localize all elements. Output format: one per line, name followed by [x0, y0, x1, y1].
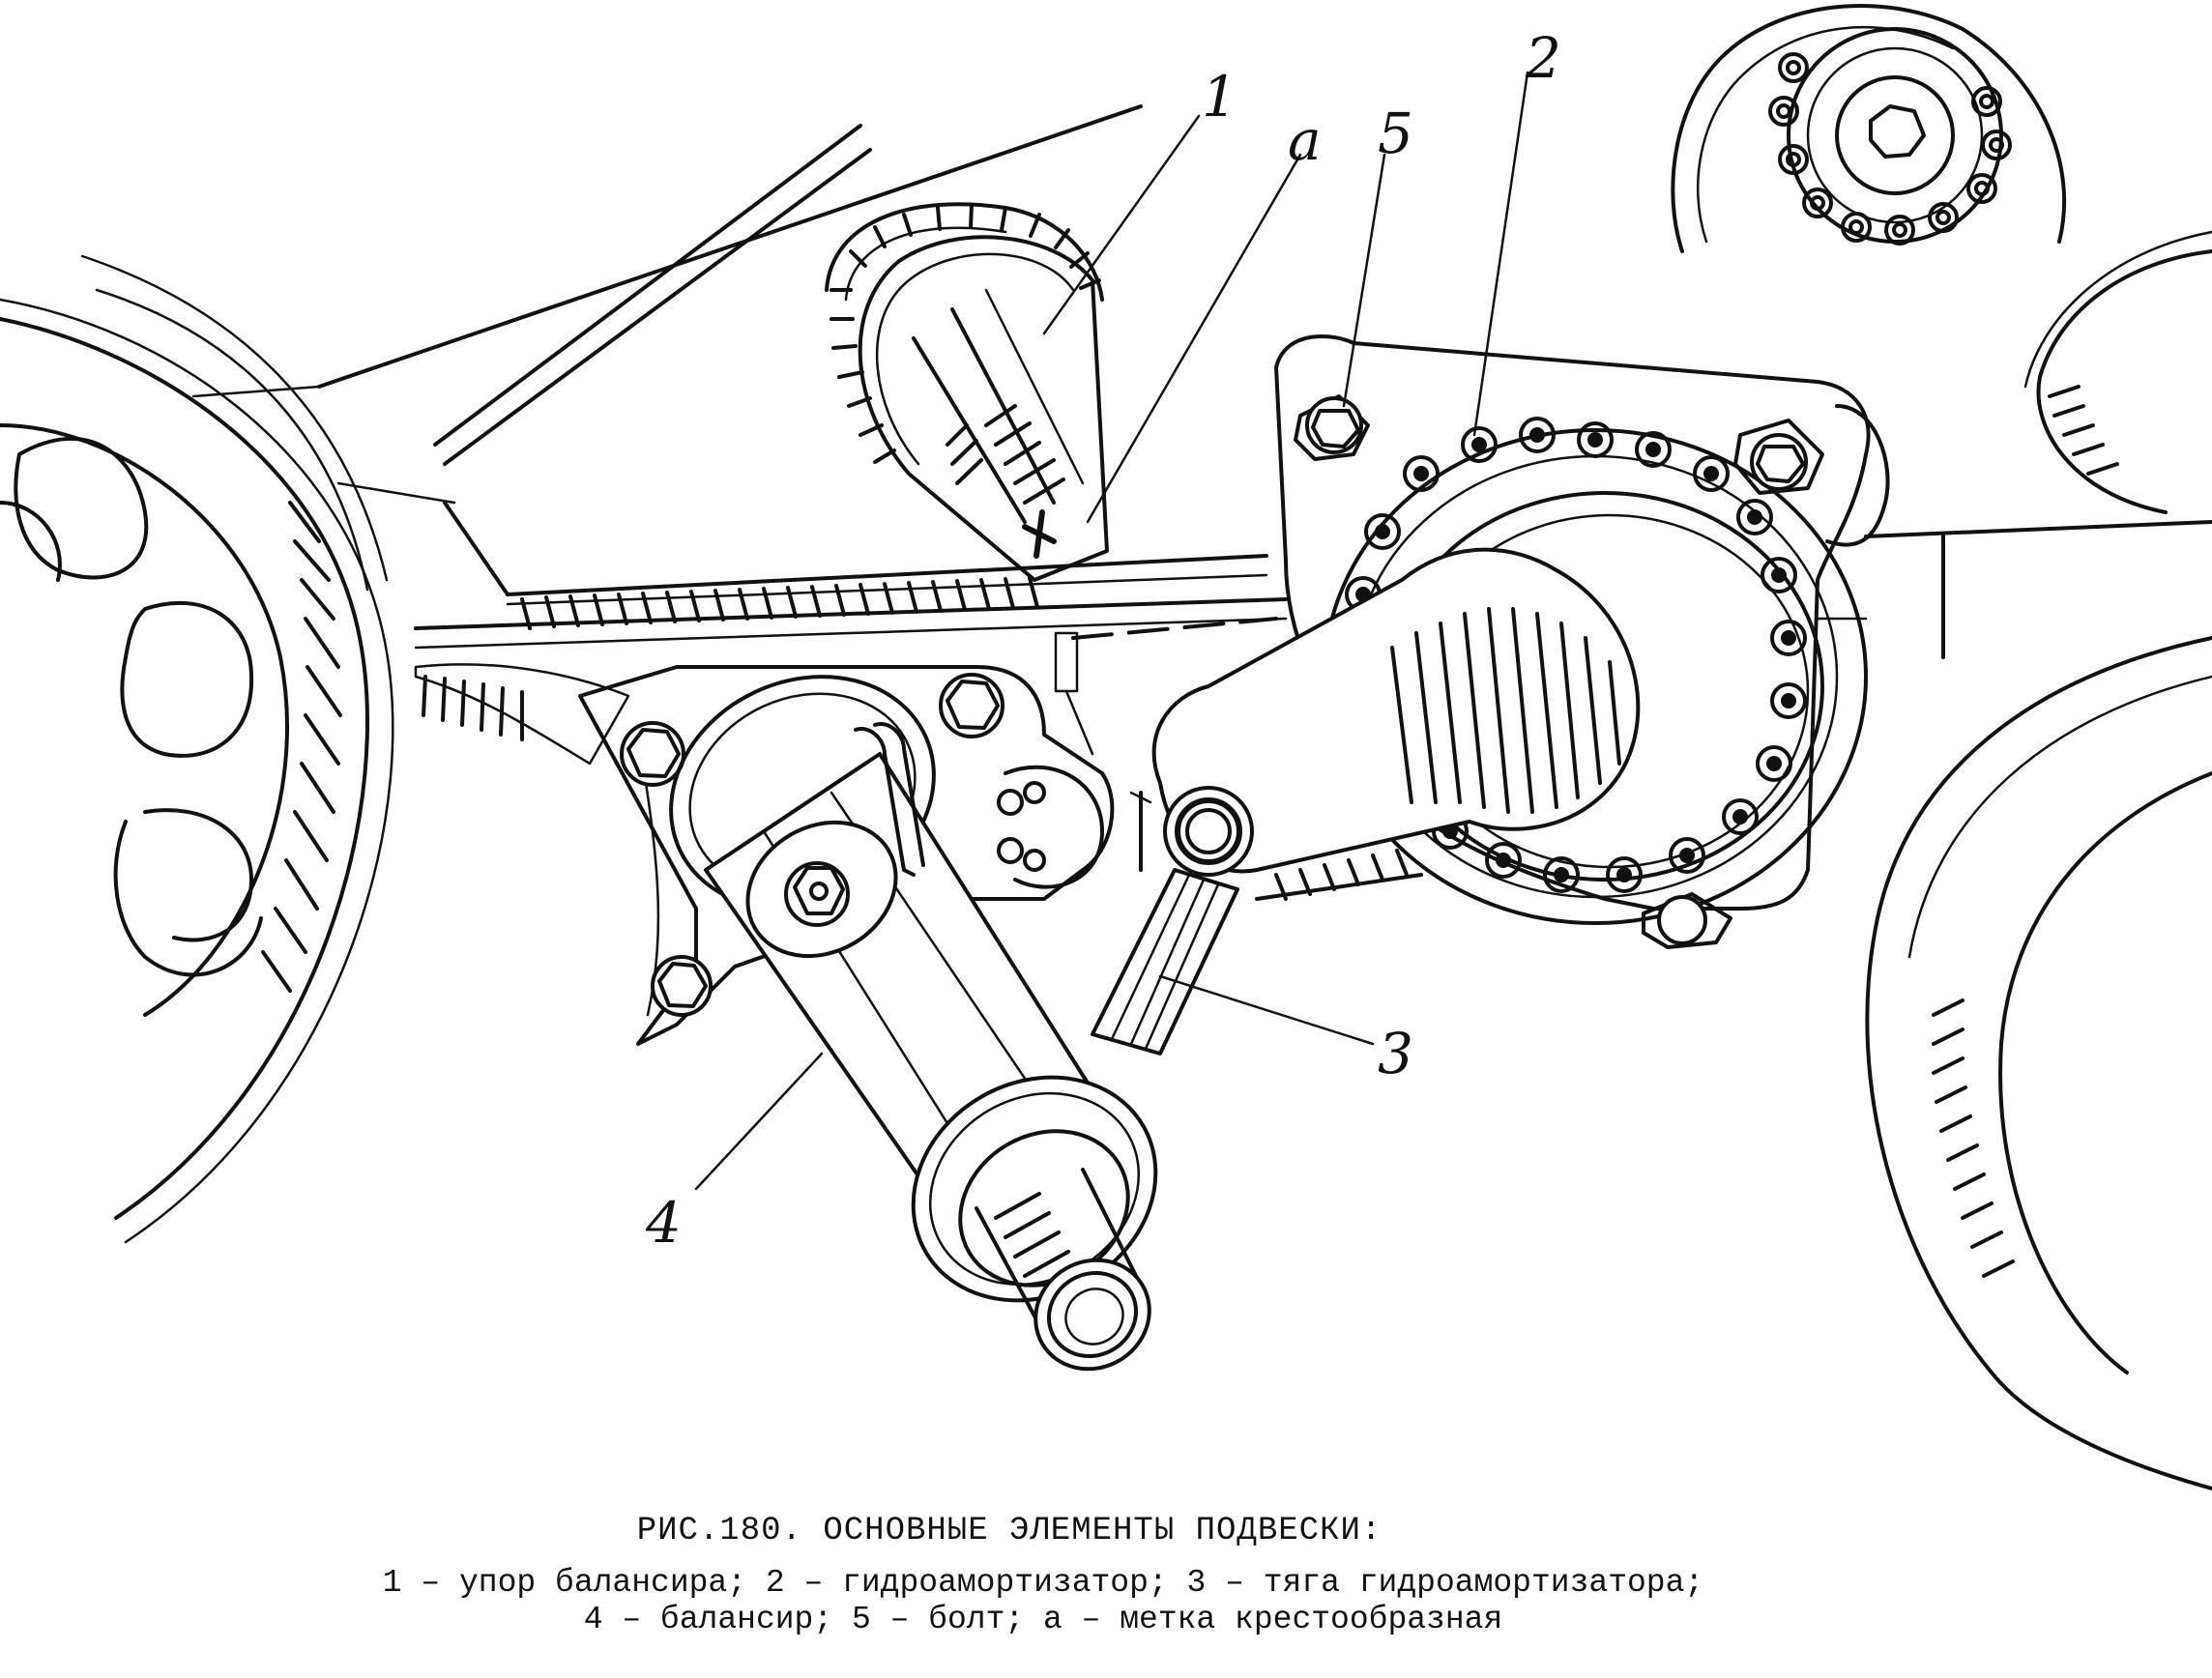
flange-bolt-ring: [1345, 417, 1807, 893]
right-hull-wheel: [1816, 230, 2212, 1490]
mounting-bolt-right: [1733, 419, 1824, 495]
callout-2: 2: [1525, 25, 1561, 91]
shock-absorber-lever: [1151, 547, 1641, 877]
balancer: [669, 675, 1158, 1372]
callout-3: 3: [1378, 1021, 1413, 1086]
callout-a: a: [1288, 107, 1322, 173]
hydraulic-shock-absorber: [1151, 333, 1890, 949]
figure-caption: РИС.180. ОСНОВНЫЕ ЭЛЕМЕНТЫ ПОДВЕСКИ: 1 –…: [0, 1513, 2212, 1638]
mounting-bolt-bottom: [1642, 892, 1732, 949]
caption-title: РИС.180. ОСНОВНЫЕ ЭЛЕМЕНТЫ ПОДВЕСКИ:: [636, 1513, 1382, 1549]
caption-legend: 1 – упор балансира; 2 – гидроамортизатор…: [0, 1565, 2212, 1638]
caption-legend-line-2: 4 – балансир; 5 – болт; а – метка кресто…: [583, 1602, 1503, 1637]
hull-outline: [0, 104, 1288, 766]
callout-5: 5: [1378, 101, 1413, 166]
callout-1: 1: [1202, 64, 1237, 130]
balancer-bracket: [578, 631, 1115, 1046]
callout-4: 4: [645, 1190, 682, 1256]
callout-labels: 1 a 5 2 3 4: [645, 25, 1561, 1256]
left-road-wheel: [0, 254, 394, 1244]
leader-lines: [694, 71, 1529, 1191]
drive-sprocket: [1671, 4, 2067, 253]
mounting-bolt-top-left: [1294, 394, 1370, 461]
shock-absorber-link: [1091, 791, 1239, 1056]
suspension-drawing: 1 a 5 2 3 4: [0, 4, 2212, 1490]
balancer-stop: [825, 202, 1109, 582]
caption-legend-line-1: 1 – упор балансира; 2 – гидроамортизатор…: [382, 1565, 1704, 1601]
